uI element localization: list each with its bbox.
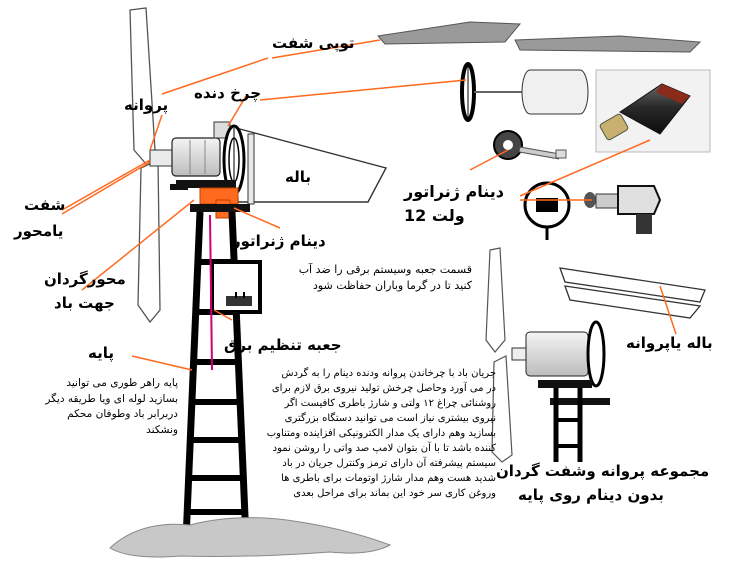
yaw-label-1: محورگردان [44, 270, 126, 288]
box-protection-note: قسمت جعبه وسیستم برقی را ضد آب کنید تا د… [298, 263, 472, 292]
main-propeller-blade [129, 7, 161, 324]
generator-dynamo-label: دینام ژنراتور [232, 232, 326, 250]
power-wire [209, 214, 213, 371]
blade-drawing [559, 267, 706, 319]
assembly-drawing [485, 247, 610, 463]
nose-cone-parts [377, 21, 702, 53]
assembly-label-1: مجموعه پروانه وشفت گردان [496, 462, 710, 480]
shaft-label-2: یامحور [14, 222, 64, 240]
nose-cone-label: توپی شفت [272, 34, 355, 52]
blade-propeller-label: باله یاپروانه [626, 334, 713, 352]
tail-label: باله [285, 168, 311, 186]
nacelle [149, 121, 246, 196]
tail-fin [235, 127, 388, 205]
exploded-shaft-parts [460, 62, 589, 160]
shaft-label-1: شفت [24, 196, 66, 214]
assembly-label-2: بدون دینام روی پایه [518, 486, 664, 504]
ground-base [109, 517, 392, 558]
main-description: جریان باد با چرخاندن پروانه ودنده دینام … [266, 368, 496, 499]
regulator-box-label: جعبه تنظیم برق [224, 336, 342, 354]
leader-lines [61, 39, 677, 371]
generator-drawing [523, 181, 662, 240]
generator-housing [170, 184, 250, 219]
regulator-box [210, 260, 262, 314]
generator-12v-label-2: ولت 12 [404, 206, 465, 225]
generator-12v-label-1: دینام ژنراتور [404, 182, 504, 201]
gear-wheel-label: چرخ دنده [194, 84, 262, 102]
tower-note: پایه راهر طوری می توانید بسازید لوله ای … [45, 377, 178, 436]
tower-label: پایه [88, 344, 114, 362]
yaw-label-2: جهت باد [54, 294, 115, 312]
propeller-label: پروانه [124, 96, 169, 114]
motor-photo [595, 69, 711, 153]
